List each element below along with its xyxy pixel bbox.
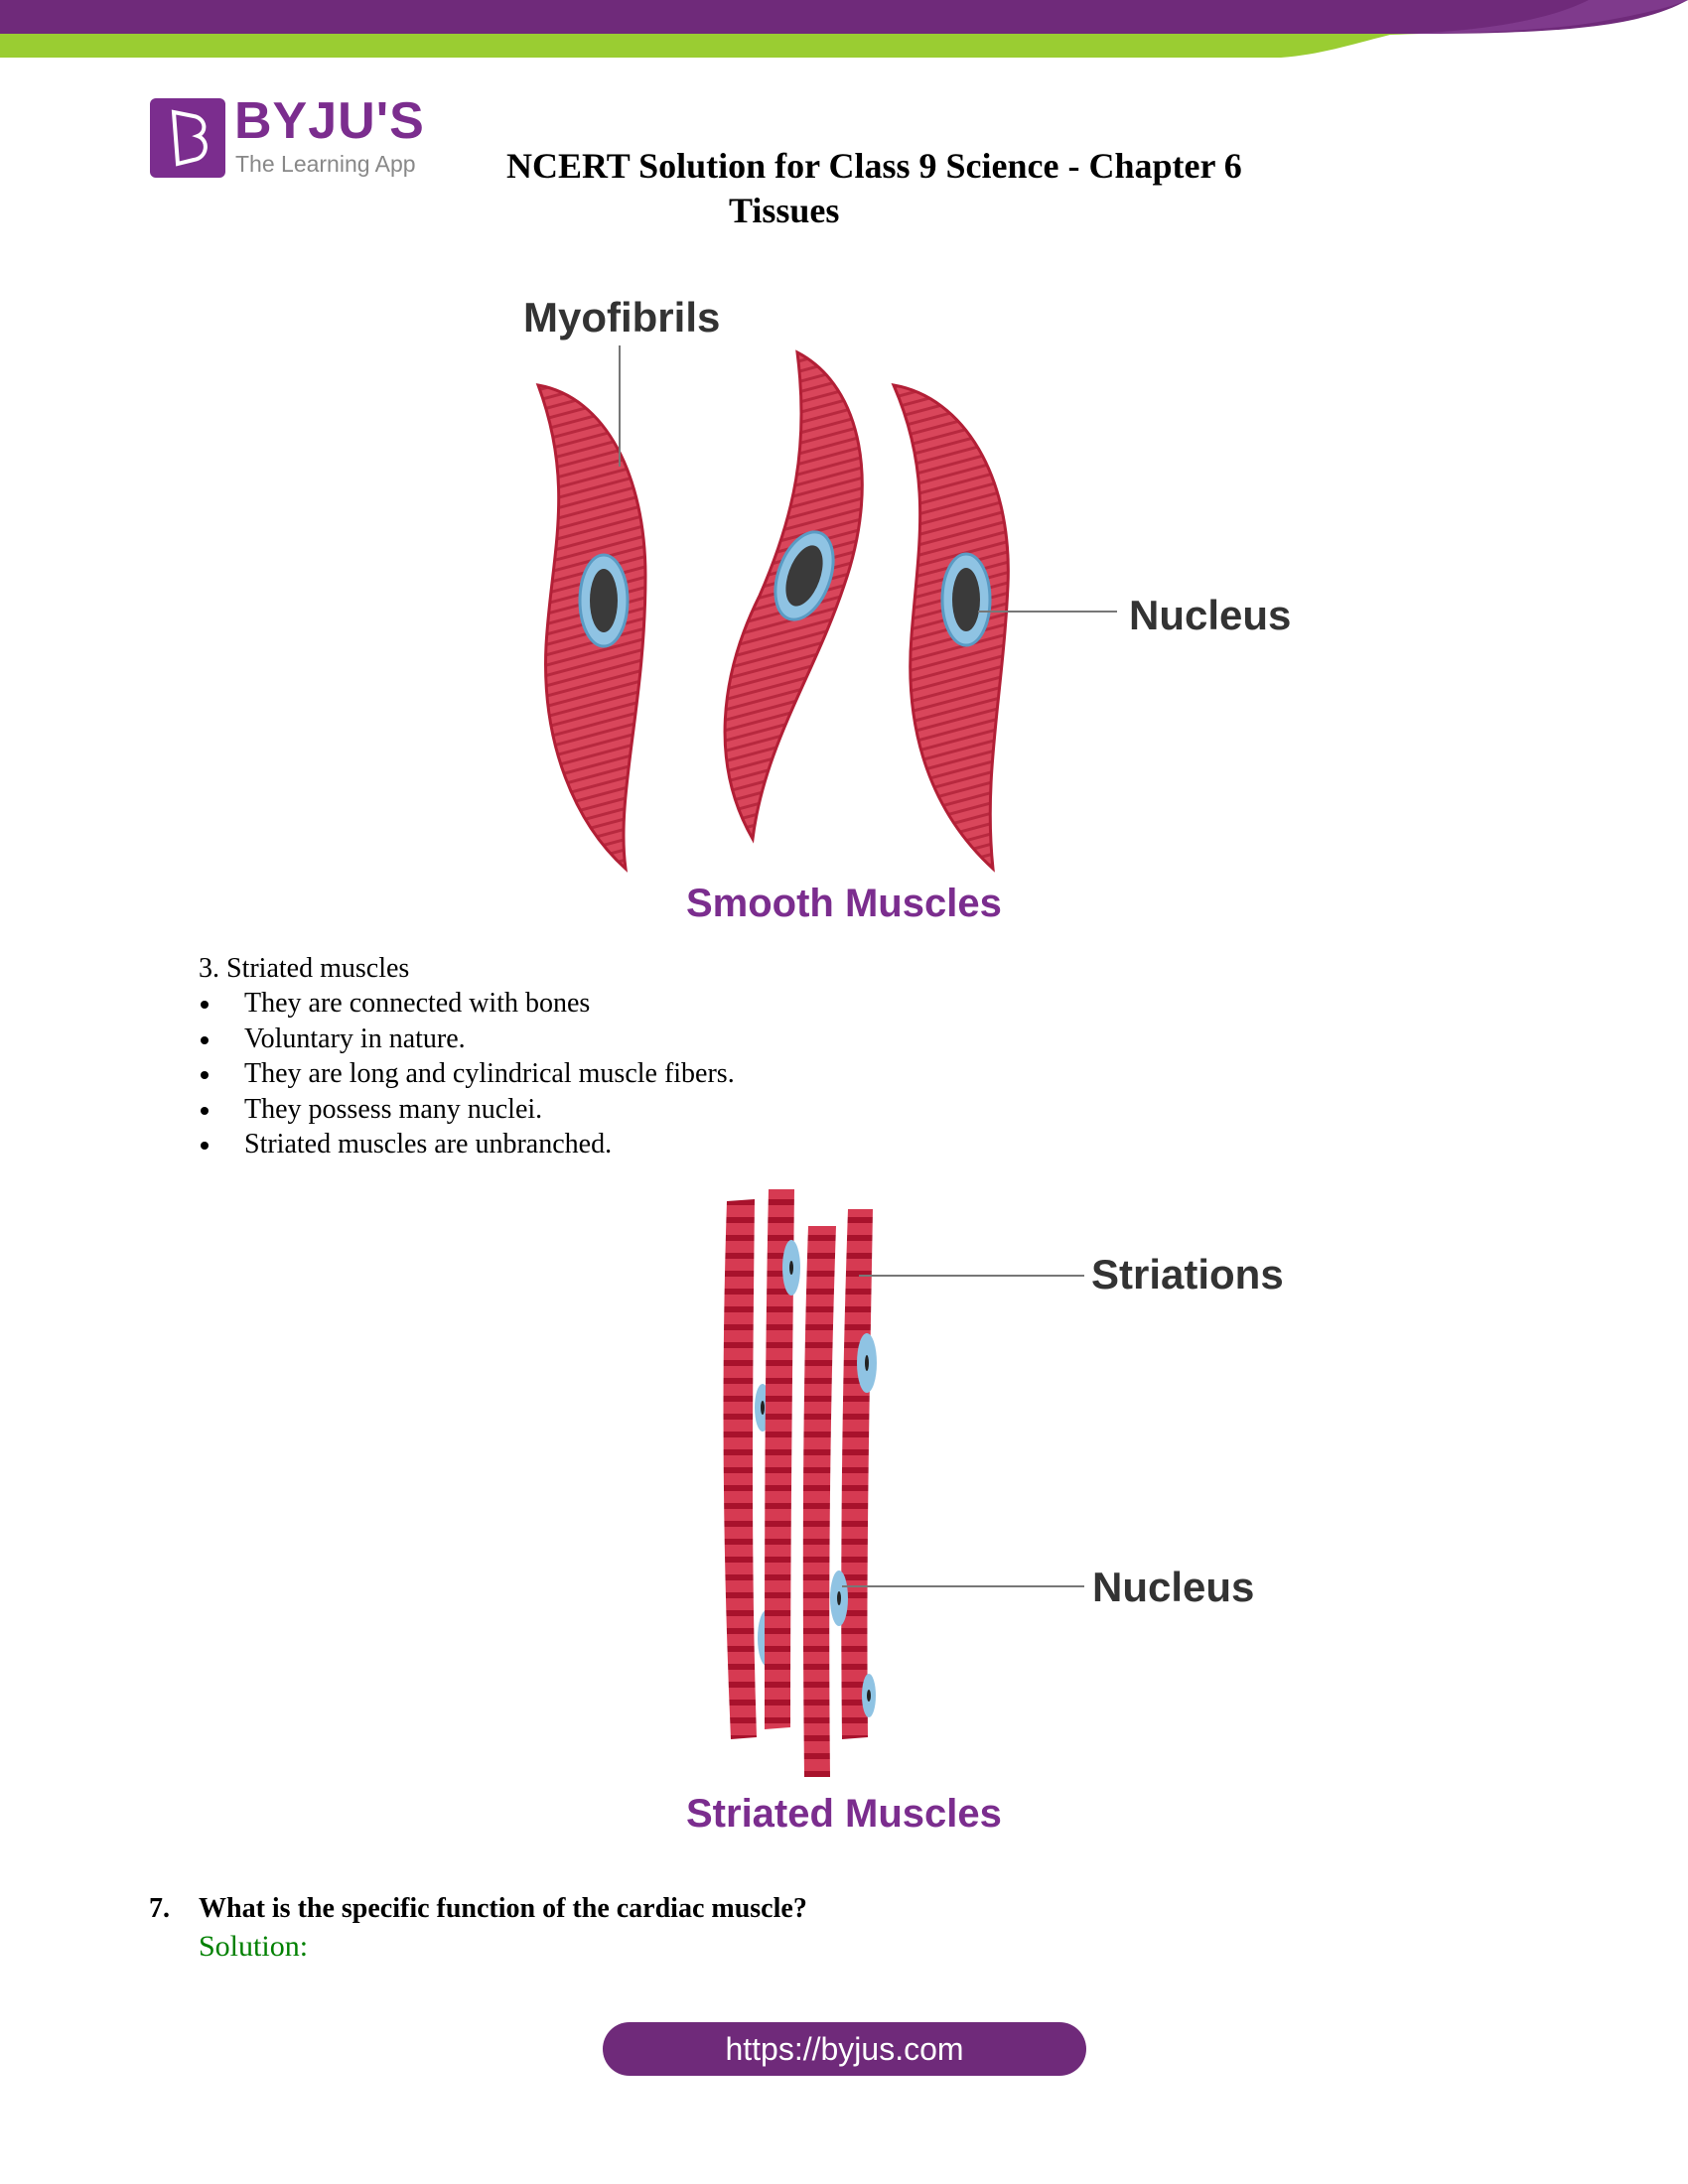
bullet-list: They are connected with bones Voluntary … [201,988,1094,1164]
striated-muscle-diagram [723,1189,1084,1777]
footer-url-link[interactable]: https://byjus.com [603,2022,1086,2076]
smooth-muscle-cell [535,383,647,873]
page-title: NCERT Solution for Class 9 Science - Cha… [506,146,1242,186]
solution-label: Solution: [199,1930,309,1963]
smooth-muscle-cell [891,383,1010,873]
logo-brand: BYJU'S [234,92,425,150]
logo-tagline: The Learning App [235,151,416,177]
logo-b-icon [171,109,208,167]
label-striations: Striations [1091,1251,1284,1297]
label-nucleus-smooth: Nucleus [1129,592,1292,638]
caption-striated-muscles: Striated Muscles [686,1792,1002,1836]
byjus-logo [150,98,225,178]
striated-fiber [830,1209,877,1739]
question-number: 7. [149,1893,170,1924]
label-myofibrils: Myofibrils [523,294,721,341]
question-text: What is the specific function of the car… [199,1893,807,1924]
striated-fiber [765,1189,800,1729]
striated-fiber [802,1226,836,1777]
label-nucleus-striated: Nucleus [1092,1564,1255,1610]
list-item: They are connected with bones [201,988,1094,1024]
section-heading: 3. Striated muscles [199,953,410,984]
page-subtitle: Tissues [729,191,840,230]
list-item: Voluntary in nature. [201,1024,1094,1059]
header-banner [0,0,1688,58]
list-item: Striated muscles are unbranched. [201,1129,1094,1164]
smooth-muscle-diagram [535,345,1117,873]
list-item: They are long and cylindrical muscle fib… [201,1058,1094,1094]
striated-fiber [723,1199,775,1739]
list-item: They possess many nuclei. [201,1094,1094,1130]
caption-smooth-muscles: Smooth Muscles [686,882,1002,925]
smooth-muscle-cell [723,349,864,844]
